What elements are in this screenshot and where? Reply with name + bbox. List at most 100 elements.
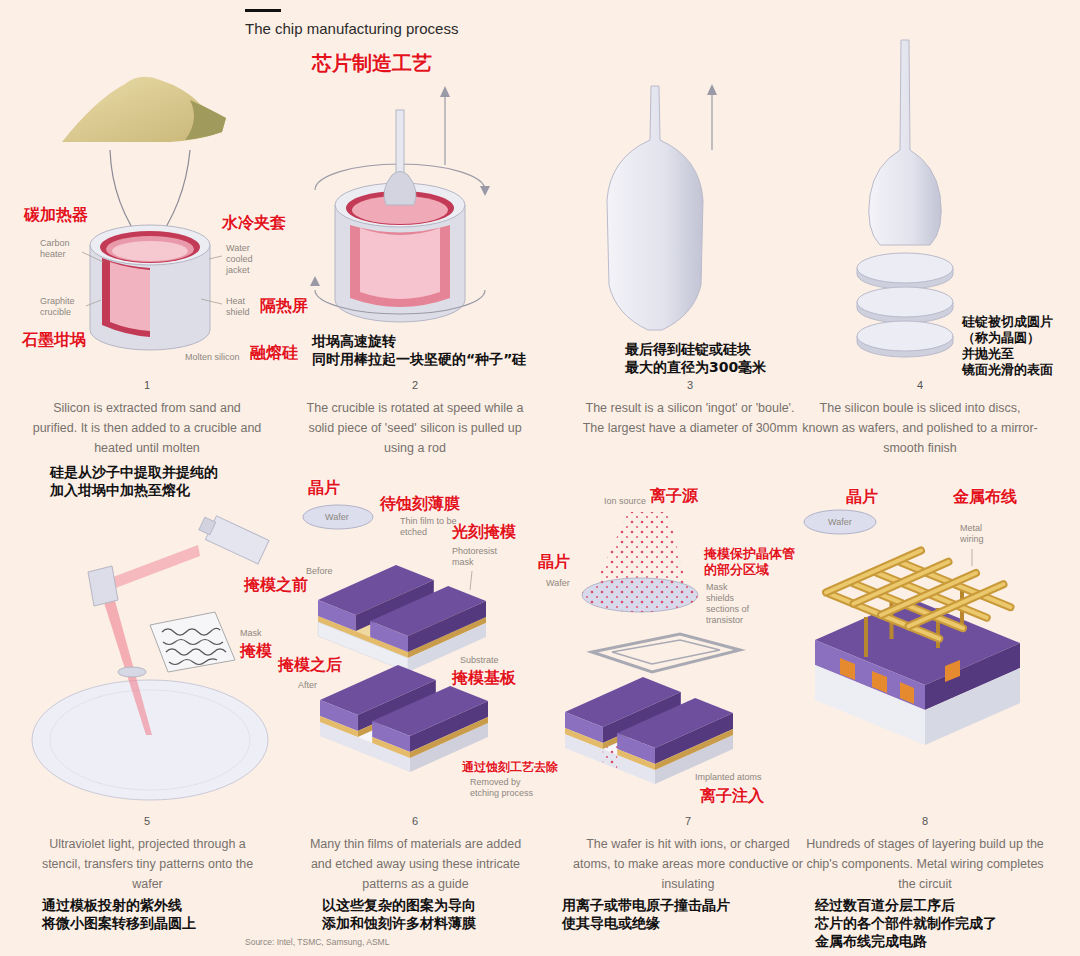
callout-number: 7 <box>678 815 698 827</box>
part-label-en: Metal wiring <box>960 523 992 545</box>
step-description-zh: 坩埚高速旋转 同时用棒拉起一块坚硬的“种子”硅 <box>312 332 562 368</box>
etching-part <box>410 717 488 758</box>
step-description: The crucible is rotated at speed while a… <box>300 398 530 458</box>
part-label: 待蚀刻薄膜 <box>380 494 460 513</box>
metal-wiring-part <box>900 682 914 704</box>
step-description-zh: 硅是从沙子中提取并提纯的 加入坩埚中加热至熔化 <box>50 463 290 499</box>
step-description: The result is a silicon 'ingot' or 'boul… <box>575 398 805 438</box>
metal-wiring-part-part <box>826 551 921 593</box>
part-label-en: Substrate <box>460 655 499 666</box>
pull-arrow-part <box>444 94 445 165</box>
callout-number: 6 <box>405 815 425 827</box>
lithography-part <box>105 545 200 592</box>
sand-pile <box>62 77 226 142</box>
crucible-part <box>106 236 194 262</box>
sand-pile-part <box>185 100 226 140</box>
callout-number: 5 <box>137 815 157 827</box>
step-description-zh: 以这些复杂的图案为导向 添加和蚀刻许多材料薄膜 <box>322 896 562 932</box>
part-label-en: After <box>298 680 317 691</box>
lithography-part <box>88 566 118 606</box>
lithography-part <box>50 690 250 790</box>
part-label-en: Mask shields sections of transistor <box>706 582 756 626</box>
etching-part <box>470 571 472 590</box>
lithography-part-part <box>169 659 217 665</box>
lithography-part-part <box>162 628 220 635</box>
leader-line-part <box>201 299 222 304</box>
part-label: 离子源 <box>650 486 698 505</box>
step-description-zh: 用离子或带电原子撞击晶片 使其导电或绝缘 <box>562 896 802 932</box>
title-bar-part <box>245 9 281 12</box>
etching-part <box>408 601 486 652</box>
ion-implant-part <box>603 749 617 769</box>
metal-wiring-part-part <box>909 584 1004 626</box>
lithography-part <box>118 667 146 677</box>
sliced-boule-part <box>869 40 942 245</box>
step-description: The wafer is hit with ions, or charged a… <box>568 834 808 894</box>
sliced-boule-part <box>857 321 953 351</box>
etching-part <box>320 716 358 737</box>
metal-wiring-part-part <box>826 551 921 593</box>
rotation-arrow <box>310 276 485 314</box>
title-bar <box>245 9 281 12</box>
part-label: 光刻掩模 <box>452 522 516 541</box>
pull-arrow <box>440 86 450 165</box>
etching-part <box>303 505 373 529</box>
step-description: The silicon boule is sliced into discs, … <box>800 398 1040 458</box>
sliced-boule-part <box>857 253 953 283</box>
part-label: 掩模之前 <box>244 575 308 594</box>
part-label-en: Removed by etching process <box>470 777 540 799</box>
rotation-arrow-part <box>315 290 485 314</box>
metal-wiring-part <box>815 665 925 745</box>
step-description: Silicon is extracted from sand and purif… <box>32 398 262 458</box>
pull-arrow-part <box>440 86 450 97</box>
part-label-en: Wafer <box>546 578 570 589</box>
part-label: 石墨坩埚 <box>22 330 86 349</box>
crucible <box>90 225 210 350</box>
leader-line-part <box>82 252 103 262</box>
part-label: 碳加热器 <box>24 205 88 224</box>
part-label-en: Before <box>306 566 333 577</box>
callout-number: 2 <box>405 379 425 391</box>
part-label-en: Wafer <box>828 517 852 528</box>
step-description: Hundreds of stages of layering build up … <box>800 834 1050 894</box>
metal-wiring-part-part <box>864 617 868 657</box>
callout-number: 1 <box>137 379 157 391</box>
title-chinese: 芯片制造工艺 <box>312 50 432 77</box>
part-label-en: Photoresist mask <box>452 546 507 568</box>
lithography-part-part <box>163 640 223 645</box>
crucible-part <box>102 258 150 337</box>
metal-wiring-part-part <box>854 562 949 604</box>
part-label-en: Graphite crucible <box>40 296 84 318</box>
title: The chip manufacturing process <box>245 20 458 37</box>
part-label: 融熔硅 <box>250 343 298 362</box>
step-description: Ultraviolet light, projected through a s… <box>30 834 265 894</box>
part-label: 掩模 <box>240 641 272 660</box>
part-label-en: Thin film to be etched <box>400 516 458 538</box>
part-label-en: Heat shield <box>226 296 256 318</box>
metal-wiring-part-part <box>909 584 1004 626</box>
metal-wiring-part <box>840 658 855 680</box>
part-label-en: Molten silicon <box>185 352 240 363</box>
metal-wiring-part-part <box>881 573 976 615</box>
crystal-puller-part <box>360 228 440 299</box>
step-description: Many thin films of materials are added a… <box>298 834 533 894</box>
silicon-ingot <box>607 86 703 330</box>
ion-implant-part <box>565 728 603 749</box>
metal-wiring-part <box>826 551 1004 627</box>
rotation-arrow-part <box>310 276 320 286</box>
part-label-en: Carbon heater <box>40 238 80 260</box>
part-label: 通过蚀刻工艺去除 <box>462 760 558 775</box>
pull-arrow <box>707 84 717 150</box>
etching-part <box>372 737 410 758</box>
part-label-en: Implanted atoms <box>695 772 762 783</box>
sand-pile-part <box>62 77 226 142</box>
etching-part <box>370 621 408 652</box>
part-label: 离子注入 <box>700 786 764 805</box>
crystal-puller-part <box>350 225 450 307</box>
leader-line-part <box>209 256 222 259</box>
ion-implant-part <box>592 634 740 672</box>
step-description-zh: 最后得到硅锭或硅块 最大的直径为300毫米 <box>625 340 815 376</box>
part-label-en: Ion source <box>604 496 646 507</box>
metal-wiring <box>804 510 1020 745</box>
